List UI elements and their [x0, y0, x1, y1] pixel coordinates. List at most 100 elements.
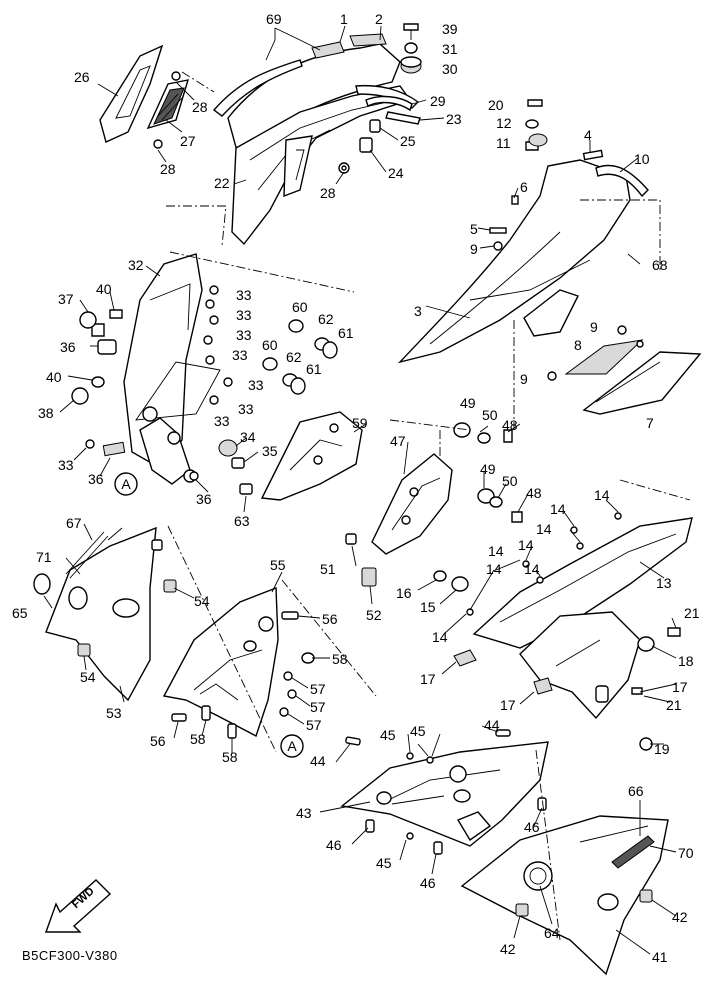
reference-a-right: A — [280, 734, 304, 758]
callout-label: 9 — [470, 241, 478, 257]
inner-frame-group — [71, 253, 233, 485]
callout-label: 26 — [74, 69, 90, 85]
callout-label: 63 — [234, 513, 250, 529]
callout-label: 11 — [496, 135, 511, 151]
callout-label: 50 — [482, 407, 498, 423]
callout-label: 31 — [442, 41, 458, 57]
callout-label: 54 — [80, 669, 96, 685]
callout-label: 71 — [36, 549, 52, 565]
callout-label: 14 — [518, 537, 534, 553]
side-fairing-13-group — [433, 512, 693, 751]
callout-label: 14 — [486, 561, 502, 577]
callout-label: 43 — [296, 805, 312, 821]
callout-label: 64 — [544, 925, 560, 941]
callout-numbers: 69 1 2 39 31 30 26 28 27 28 29 23 25 24 … — [12, 11, 700, 965]
ref-a-left-label: A — [121, 476, 131, 492]
callout-label: 46 — [420, 875, 436, 891]
callout-label: 16 — [396, 585, 412, 601]
callout-label: 40 — [96, 281, 112, 297]
callout-label: 28 — [320, 185, 336, 201]
callout-label: 45 — [376, 855, 392, 871]
callout-label: 33 — [236, 327, 252, 343]
callout-label: 36 — [60, 339, 76, 355]
callout-label: 17 — [420, 671, 436, 687]
callout-label: 49 — [480, 461, 496, 477]
callout-label: 12 — [496, 115, 512, 131]
callout-label: 36 — [88, 471, 104, 487]
leader-lines — [43, 25, 677, 955]
callout-label: 58 — [190, 731, 206, 747]
callout-label: 14 — [550, 501, 566, 517]
callout-label: 42 — [500, 941, 516, 957]
callout-label: 61 — [338, 325, 354, 341]
callout-label: 49 — [460, 395, 476, 411]
callout-label: 66 — [628, 783, 644, 799]
callout-label: 38 — [38, 405, 54, 421]
callout-label: 17 — [500, 697, 516, 713]
callout-label: 32 — [128, 257, 144, 273]
callout-label: 58 — [222, 749, 238, 765]
callout-label: 37 — [58, 291, 74, 307]
callout-label: 24 — [388, 165, 404, 181]
side-vent-panel-group — [99, 44, 215, 149]
callout-label: 33 — [232, 347, 248, 363]
side-cover-bracket-group — [218, 319, 363, 501]
callout-label: 21 — [684, 605, 700, 621]
callout-label: 7 — [646, 415, 654, 431]
callout-label: 40 — [46, 369, 62, 385]
washers-14 — [466, 512, 622, 616]
fender-hardware — [338, 23, 422, 174]
callout-label: 15 — [420, 599, 436, 615]
front-fender-group — [212, 33, 420, 246]
callout-label: 10 — [634, 151, 650, 167]
callout-label: 48 — [502, 417, 518, 433]
callout-label: 62 — [318, 311, 334, 327]
callout-label: 42 — [672, 909, 688, 925]
callout-label: 48 — [526, 485, 542, 501]
callout-label: 50 — [502, 473, 518, 489]
callout-label: 46 — [524, 819, 540, 835]
callout-label: 25 — [400, 133, 416, 149]
callout-label: 5 — [470, 221, 478, 237]
callout-label: 19 — [654, 741, 670, 757]
callout-label: 14 — [524, 561, 540, 577]
callout-label: 18 — [678, 653, 694, 669]
washers-33 — [85, 285, 233, 449]
callout-label: 67 — [66, 515, 82, 531]
callout-label: 70 — [678, 845, 694, 861]
callout-label: 53 — [106, 705, 122, 721]
fwd-arrow-icon — [45, 879, 112, 933]
callout-label: 46 — [326, 837, 342, 853]
callout-label: 57 — [306, 717, 322, 733]
callout-label: 33 — [236, 307, 252, 323]
callout-label: 55 — [270, 557, 286, 573]
front-cowl-group — [397, 99, 702, 415]
callout-label: 60 — [262, 337, 278, 353]
callout-label: 59 — [352, 415, 368, 431]
callout-label: 9 — [520, 371, 528, 387]
callout-label: 14 — [488, 543, 504, 559]
callout-label: 21 — [666, 697, 682, 713]
callout-label: 28 — [192, 99, 208, 115]
callout-label: 41 — [652, 949, 668, 965]
callout-label: 65 — [12, 605, 28, 621]
callout-label: 69 — [266, 11, 282, 27]
callout-label: 14 — [594, 487, 610, 503]
callout-label: 9 — [590, 319, 598, 335]
ref-a-right-label: A — [287, 738, 297, 754]
callout-label: 27 — [180, 133, 196, 149]
callout-label: 44 — [484, 717, 500, 733]
callout-label: 30 — [442, 61, 458, 77]
callout-label: 29 — [430, 93, 446, 109]
diagram-code: B5CF300-V380 — [22, 948, 118, 963]
callout-label: 33 — [58, 457, 74, 473]
callout-label: 57 — [310, 699, 326, 715]
callout-label: 62 — [286, 349, 302, 365]
callout-label: 61 — [306, 361, 322, 377]
callout-label: 33 — [248, 377, 264, 393]
callout-label: 33 — [236, 287, 252, 303]
callout-label: 35 — [262, 443, 278, 459]
callout-label: 13 — [656, 575, 672, 591]
callout-label: 51 — [320, 561, 336, 577]
